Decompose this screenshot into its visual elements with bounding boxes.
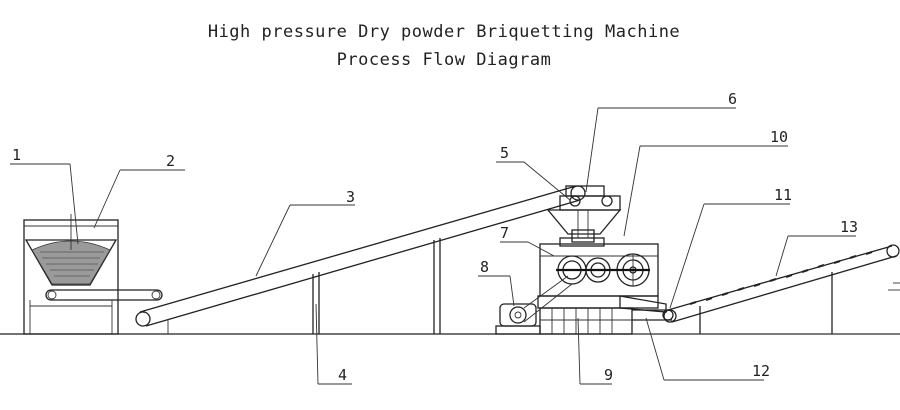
conveyor-support-legs [167,238,441,334]
leader-lines [10,107,900,385]
callout-10: 10 [770,128,788,146]
callout-12: 12 [752,362,770,380]
callout-4: 4 [338,366,347,384]
callout-9: 9 [604,366,613,384]
callout-13: 13 [840,218,858,236]
diagram-title: High pressure Dry powder Briquetting Mac… [0,18,900,74]
callout-8: 8 [480,258,489,276]
callout-11: 11 [774,186,792,204]
callout-2: 2 [166,152,175,170]
product-conveyor [663,244,900,334]
briquetting-machine [495,185,667,335]
inclined-belt-conveyor [135,185,586,327]
callout-labels: 1 2 3 4 5 6 7 8 9 10 11 12 13 [12,90,858,384]
callout-1: 1 [12,146,21,164]
callout-6: 6 [728,90,737,108]
callout-3: 3 [346,188,355,206]
callout-5: 5 [500,144,509,162]
raw-material-hopper [23,214,163,335]
title-line-2: Process Flow Diagram [336,50,552,70]
callout-7: 7 [500,224,509,242]
title-line-1: High pressure Dry powder Briquetting Mac… [207,22,681,42]
